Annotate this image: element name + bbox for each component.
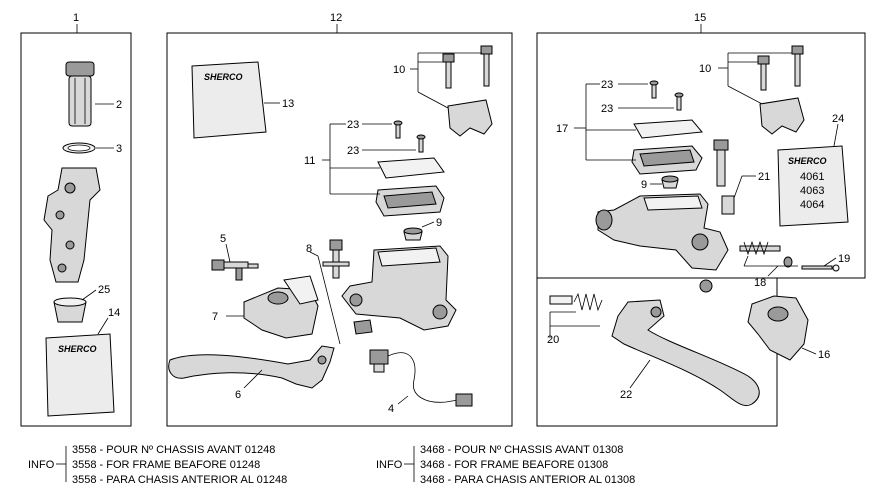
slave-cylinder-body — [43, 167, 101, 283]
info-left-line-1: 3558 - FOR FRAME BEAFORE 01248 — [72, 459, 260, 471]
callout-23b-p15: 23 — [601, 103, 613, 115]
callout-9-p12: 9 — [436, 217, 442, 229]
panel-1: 1 2 3 25 — [20, 12, 132, 427]
bag-13-logo: SHERCO — [204, 72, 243, 82]
lever-pivot-cover — [243, 275, 319, 339]
lever-pivot-cover-15 — [747, 295, 809, 361]
callout-16: 16 — [818, 349, 830, 361]
info-right: INFO 3468 - POUR Nº CHASSIS AVANT 01308 … — [376, 444, 635, 486]
cover-screws — [393, 120, 426, 153]
bag-code-2: 4064 — [800, 199, 824, 211]
info-left-line-2: 3558 - PARA CHASIS ANTERIOR AL 01248 — [72, 474, 287, 486]
bag-24-logo: SHERCO — [788, 156, 827, 166]
bag-code-1: 4063 — [800, 185, 824, 197]
callout-19: 19 — [838, 253, 850, 265]
callout-22: 22 — [620, 389, 632, 401]
clutch-master-body — [595, 193, 729, 293]
info-left-line-0: 3558 - POUR Nº CHASSIS AVANT 01248 — [72, 444, 275, 456]
callout-25: 25 — [98, 284, 110, 296]
callout-6: 6 — [235, 389, 241, 401]
callout-5: 5 — [220, 233, 226, 245]
clamp-bolts-15 — [757, 45, 804, 91]
reservoir-cover — [375, 157, 445, 217]
info-right-line-0: 3468 - POUR Nº CHASSIS AVANT 01308 — [420, 444, 623, 456]
callout-14: 14 — [108, 307, 120, 319]
panel-12: 12 SHERCO 13 10 — [166, 12, 513, 427]
push-rod-assembly — [739, 240, 840, 272]
callout-4: 4 — [388, 403, 394, 415]
clutch-lever — [611, 299, 760, 406]
callout-17: 17 — [556, 123, 568, 135]
callout-23b-p12: 23 — [347, 145, 359, 157]
info-right-line-1: 3468 - FOR FRAME BEAFORE 01308 — [420, 459, 608, 471]
panel-1-frame — [20, 32, 132, 427]
panel-15: 15 10 23 23 — [536, 12, 866, 427]
info-left: INFO 3558 - POUR Nº CHASSIS AVANT 01248 … — [28, 444, 287, 486]
info-left-label: INFO — [28, 459, 55, 471]
info-right-line-2: 3468 - PARA CHASIS ANTERIOR AL 01308 — [420, 474, 635, 486]
reservoir-plug — [403, 227, 423, 241]
reservoir-plug-15 — [661, 175, 679, 189]
callout-11: 11 — [304, 155, 315, 167]
callout-20: 20 — [547, 334, 559, 346]
callout-7: 7 — [212, 311, 218, 323]
callout-23a-p12: 23 — [347, 119, 359, 131]
callout-3: 3 — [116, 143, 122, 155]
handlebar-clamp — [447, 99, 493, 137]
callout-18: 18 — [754, 277, 766, 289]
parts-bag-24: SHERCO 4061 4063 4064 — [777, 145, 849, 227]
bag-14-logo: SHERCO — [58, 344, 97, 354]
reservoir-cap — [65, 61, 95, 127]
callout-23a-p15: 23 — [601, 79, 613, 91]
brake-lever — [168, 345, 335, 389]
callout-8: 8 — [306, 243, 312, 255]
panel-12-label: 12 — [330, 12, 342, 24]
info-right-label: INFO — [376, 459, 403, 471]
pivot-bolt — [713, 139, 735, 215]
reservoir-cover-15 — [631, 119, 703, 175]
panel-15-label: 15 — [694, 12, 706, 24]
master-cylinder-body — [341, 245, 457, 335]
cover-screws-15 — [649, 80, 684, 111]
bleeder-screw — [211, 259, 259, 281]
callout-10-p15: 10 — [699, 63, 711, 75]
handlebar-clamp-15 — [759, 97, 805, 135]
piston-cup — [53, 297, 87, 323]
clamp-bolts — [442, 45, 493, 89]
callout-9-p15: 9 — [641, 179, 647, 191]
spring-and-pin — [549, 292, 603, 312]
bag-code-0: 4061 — [800, 171, 824, 183]
panel-12-frame — [166, 32, 513, 427]
panel-1-label: 1 — [73, 12, 79, 24]
parts-bag-14: SHERCO — [45, 333, 115, 417]
callout-21: 21 — [758, 171, 770, 183]
parts-bag-13: SHERCO — [191, 61, 267, 139]
banjo-bolt — [322, 239, 350, 279]
callout-13-p12: 13 — [282, 98, 294, 110]
brake-light-switch — [369, 349, 473, 407]
callout-10-p12: 10 — [393, 64, 405, 76]
callout-2: 2 — [116, 99, 122, 111]
callout-24: 24 — [832, 113, 844, 125]
